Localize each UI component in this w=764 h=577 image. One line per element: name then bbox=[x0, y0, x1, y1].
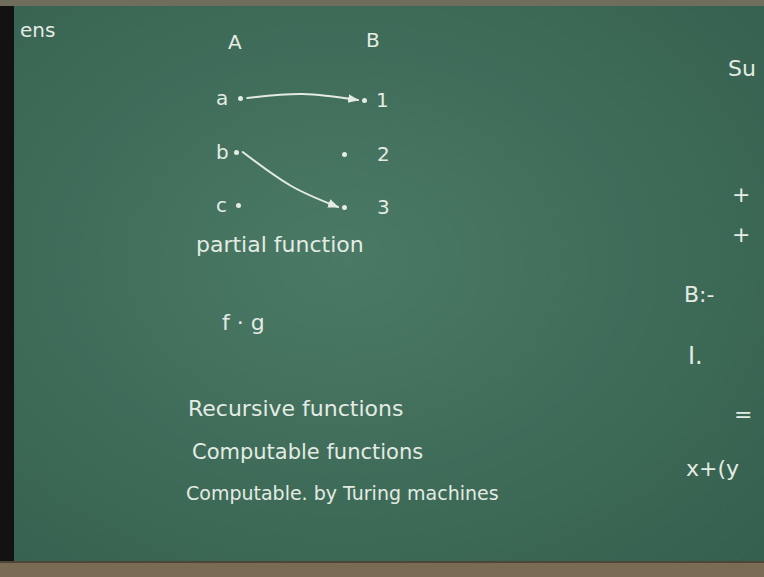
chalk-text: ens bbox=[20, 18, 55, 42]
board-note: B bbox=[366, 28, 380, 52]
board-note: + bbox=[732, 222, 750, 248]
chalk-text: partial function bbox=[196, 232, 364, 258]
chalk-text: A bbox=[228, 30, 242, 54]
element-label: c bbox=[216, 193, 227, 217]
board-note: + bbox=[732, 182, 750, 208]
set-element: b bbox=[214, 138, 241, 166]
chalk-text: x+(y bbox=[686, 456, 739, 482]
board-note: x+(y bbox=[686, 456, 739, 482]
chalk-text: Computable. by Turing machines bbox=[186, 482, 499, 505]
chalk-text: f · g bbox=[222, 310, 265, 336]
point-dot bbox=[238, 96, 243, 101]
set-element: 2 bbox=[340, 140, 392, 168]
chalk-ledge bbox=[0, 562, 764, 577]
chalk-text: I. bbox=[688, 342, 703, 371]
element-label: 1 bbox=[376, 88, 389, 112]
board-note: Recursive functions bbox=[188, 396, 403, 422]
chalk-text: Su bbox=[728, 56, 756, 82]
board-note: partial function bbox=[196, 232, 364, 258]
element-label: b bbox=[216, 140, 229, 164]
board-frame-left bbox=[0, 0, 14, 577]
point-dot bbox=[342, 205, 347, 210]
element-label: 2 bbox=[377, 142, 390, 166]
board-note: Su bbox=[728, 56, 756, 82]
board-note: ens bbox=[20, 18, 55, 42]
board-note: = bbox=[734, 402, 752, 428]
ledge-edge bbox=[0, 561, 764, 563]
board-note: I. bbox=[688, 342, 703, 371]
set-element: c bbox=[214, 191, 243, 219]
chalk-text: + bbox=[732, 182, 750, 208]
set-element: a bbox=[214, 84, 245, 112]
board-note: B:- bbox=[684, 282, 714, 308]
board-note: Computable. by Turing machines bbox=[186, 482, 499, 505]
chalk-text: + bbox=[732, 222, 750, 248]
point-dot bbox=[236, 203, 241, 208]
board-note: Computable functions bbox=[192, 440, 423, 465]
chalk-text: B bbox=[366, 28, 380, 52]
point-dot bbox=[342, 152, 347, 157]
element-label: a bbox=[216, 86, 228, 110]
point-dot bbox=[234, 150, 239, 155]
set-element: 3 bbox=[340, 193, 392, 221]
chalk-text: B:- bbox=[684, 282, 714, 308]
element-label: 3 bbox=[377, 195, 390, 219]
set-element: 1 bbox=[360, 86, 391, 114]
mapping-arrow bbox=[247, 94, 358, 100]
board-frame-top bbox=[0, 0, 764, 6]
chalk-text: Recursive functions bbox=[188, 396, 403, 422]
board-note: f · g bbox=[222, 310, 265, 336]
mapping-arrow bbox=[243, 152, 338, 207]
chalk-text: = bbox=[734, 402, 752, 428]
board-note: A bbox=[228, 30, 242, 54]
point-dot bbox=[362, 98, 367, 103]
chalk-text: Computable functions bbox=[192, 440, 423, 465]
